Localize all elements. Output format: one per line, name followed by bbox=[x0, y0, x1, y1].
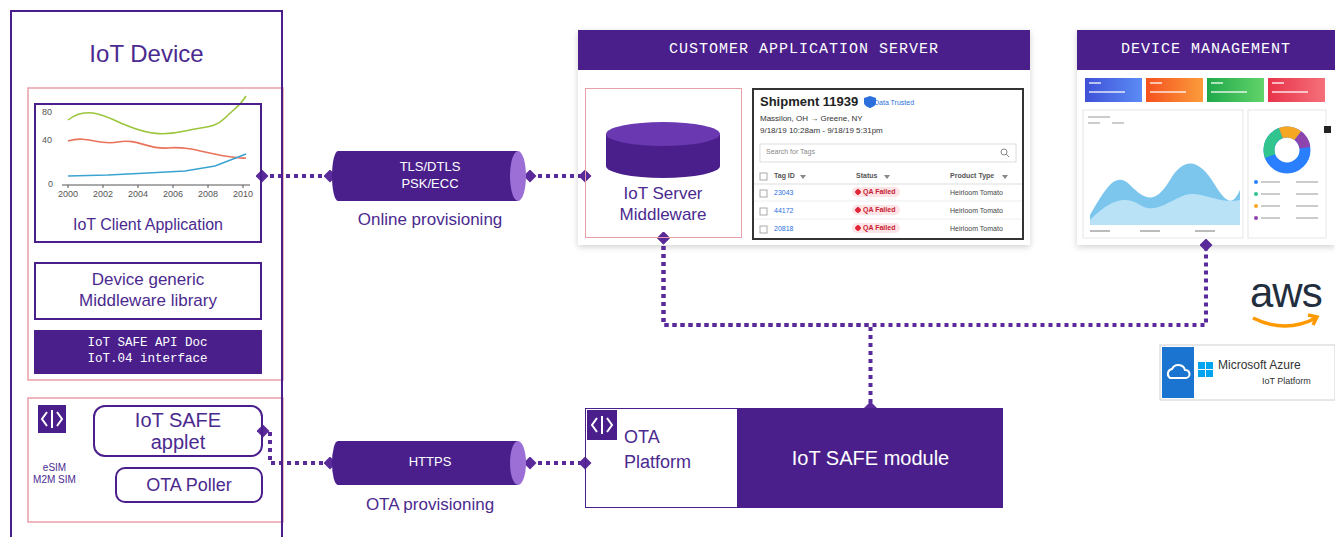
sim-label: eSIM M2M SIM bbox=[31, 462, 78, 486]
node-label: IoT SAFE module bbox=[738, 446, 1003, 470]
management-panel: DEVICE MANAGEMENT bbox=[1077, 30, 1335, 245]
panel-header: CUSTOMER APPLICATION SERVER bbox=[578, 30, 1030, 70]
dotted-connector bbox=[664, 238, 871, 408]
node-label: IoT Server Middleware bbox=[586, 183, 740, 226]
container-title: IoT Device bbox=[12, 40, 281, 69]
table-cell: Search for Tags bbox=[766, 148, 815, 156]
pipe-caption: OTA provisioning bbox=[330, 495, 530, 515]
logo-text: Microsoft Azure bbox=[1218, 358, 1301, 372]
dotted-connector bbox=[530, 461, 585, 465]
table-cell: Shipment 11939 bbox=[760, 94, 858, 110]
table-cell: Tag ID bbox=[774, 172, 795, 180]
module-box: IoT SAFE module bbox=[738, 408, 1003, 508]
node-label: IoT SAFE API Doc IoT.04 interface bbox=[65, 336, 230, 367]
channel-pipe: HTTPS OTA provisioning bbox=[330, 440, 530, 526]
axis-tick: 80 bbox=[42, 107, 52, 118]
status-pill: QA Failed bbox=[852, 187, 900, 197]
dotted-connector bbox=[530, 174, 585, 178]
axis-tick: 0 bbox=[48, 179, 53, 190]
sim-icon bbox=[38, 405, 66, 433]
applet-box: OTA Poller bbox=[115, 467, 263, 503]
node-label: Device generic Middleware library bbox=[63, 269, 233, 312]
table-cell: Data Trusted bbox=[874, 99, 914, 107]
logo-text: IoT Platform bbox=[1262, 376, 1311, 387]
node-label: OTA Platform bbox=[624, 425, 704, 475]
axis-tick: 2008 bbox=[193, 189, 223, 200]
server-panel: CUSTOMER APPLICATION SERVER IoT Server Mi… bbox=[578, 30, 1030, 245]
middleware-box: IoT Server Middleware bbox=[585, 88, 742, 238]
database-symbol bbox=[606, 122, 720, 178]
process-box: Device generic Middleware library bbox=[34, 262, 262, 320]
axis-tick: 2002 bbox=[88, 189, 118, 200]
table-cell: Product Type bbox=[950, 172, 994, 180]
node-label: IoT SAFE applet bbox=[128, 409, 228, 453]
panel-header: DEVICE MANAGEMENT bbox=[1077, 30, 1335, 70]
azure-logo bbox=[1160, 345, 1335, 400]
panel-ground bbox=[578, 30, 1030, 245]
dotted-connector bbox=[263, 431, 330, 463]
table-cell: 20818 bbox=[774, 225, 793, 233]
status-pill: QA Failed bbox=[852, 205, 900, 215]
pipe-caption: Online provisioning bbox=[330, 210, 530, 230]
table-cell: 23043 bbox=[774, 189, 793, 197]
table-cell: Status bbox=[856, 172, 877, 180]
shipment-card: Shipment 11939 Data TrustedMassilon, OH →… bbox=[752, 88, 1024, 240]
axis-tick: 2000 bbox=[53, 189, 83, 200]
line-chart bbox=[62, 96, 250, 188]
axis-tick: 40 bbox=[42, 135, 52, 146]
applet-box: IoT SAFE applet bbox=[93, 405, 263, 457]
pink-frame bbox=[28, 398, 283, 522]
node-label: OTA Poller bbox=[117, 475, 261, 497]
table-cell: Heirloom Tomato bbox=[950, 189, 1003, 197]
table-cell: Heirloom Tomato bbox=[950, 207, 1003, 215]
node-label: HTTPS bbox=[330, 454, 530, 470]
platform-box: OTA Platform bbox=[585, 408, 738, 508]
status-pill: QA Failed bbox=[852, 223, 900, 233]
table-cell: Massilon, OH → Greene, NY bbox=[760, 114, 863, 124]
node-label: TLS/DTLS PSK/ECC bbox=[390, 159, 470, 193]
table-decoration bbox=[754, 96, 1022, 233]
pink-frame bbox=[28, 88, 283, 380]
ota-icon bbox=[587, 410, 617, 440]
panel-ground bbox=[1077, 30, 1335, 245]
dotted-connector bbox=[664, 238, 1207, 325]
channel-pipe: TLS/DTLS PSK/ECC Online provisioning bbox=[330, 150, 530, 236]
dotted-connector bbox=[262, 174, 330, 178]
api-bar: IoT SAFE API Doc IoT.04 interface bbox=[34, 330, 262, 374]
table-cell: 9/18/19 10:28am - 9/18/19 5:31pm bbox=[760, 126, 883, 136]
axis-tick: 2004 bbox=[123, 189, 153, 200]
logo-text: aws bbox=[1250, 268, 1322, 318]
aws-logo bbox=[1253, 315, 1317, 326]
axis-tick: 2010 bbox=[228, 189, 258, 200]
table-cell: 44172 bbox=[774, 207, 793, 215]
dashboard-illustration bbox=[1083, 78, 1331, 238]
axis-tick: 2006 bbox=[158, 189, 188, 200]
process-box: IoT Client Application bbox=[34, 103, 262, 243]
device-container: IoT DeviceIoT Client ApplicationDevice g… bbox=[10, 10, 283, 537]
node-label: IoT Client Application bbox=[36, 215, 260, 234]
table-cell: Heirloom Tomato bbox=[950, 225, 1003, 233]
